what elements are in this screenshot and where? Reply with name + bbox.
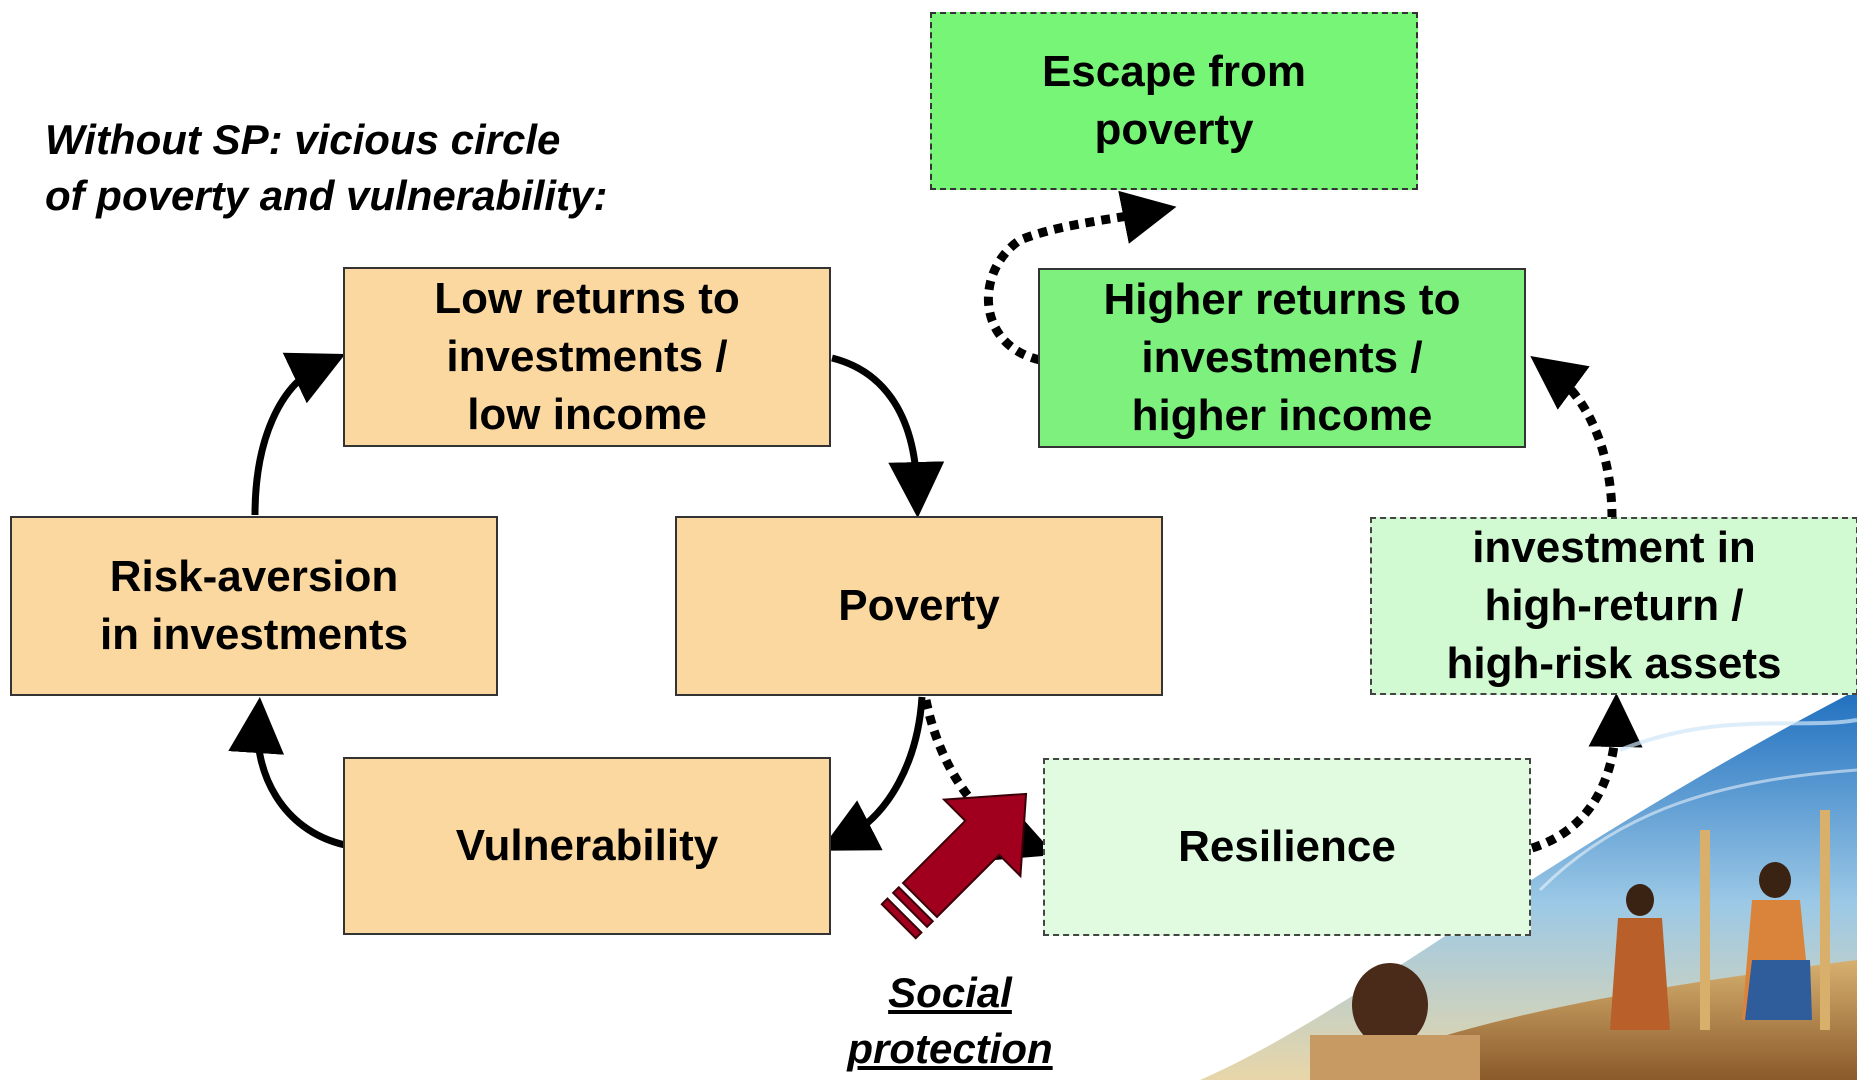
arrow-resilience-to-investment — [1530, 693, 1643, 853]
risk-aversion-box: Risk-aversion in investments — [10, 516, 498, 696]
higher-returns-label: Higher returns to investments / higher i… — [1103, 275, 1461, 440]
resilience-label: Resilience — [1178, 822, 1396, 871]
resilience-box: Resilience — [1043, 758, 1531, 936]
vulnerability-box: Vulnerability — [343, 757, 831, 935]
vulnerability-label: Vulnerability — [455, 821, 719, 870]
low-returns-label: Low returns to investments / low income — [434, 274, 740, 439]
arrow-higher-returns-to-escape — [984, 190, 1177, 365]
arrow-poverty-to-vulnerability — [820, 696, 926, 851]
arrow-low-returns-to-poverty — [831, 354, 945, 518]
investment-label: investment in high-return / high-risk as… — [1446, 523, 1782, 688]
social-protection-label: Social protection — [847, 969, 1053, 1072]
poverty-box: Poverty — [675, 516, 1163, 696]
low-returns-box: Low returns to investments / low income — [343, 267, 831, 447]
investment-box: investment in high-return / high-risk as… — [1370, 517, 1857, 695]
escape-box: Escape from poverty — [930, 12, 1418, 190]
arrow-vulnerability-to-risk-aversion — [228, 697, 346, 849]
higher-returns-box: Higher returns to investments / higher i… — [1038, 268, 1526, 448]
arrow-risk-aversion-to-low-returns — [251, 352, 346, 516]
social-protection-arrow — [880, 792, 1028, 940]
escape-label: Escape from poverty — [1041, 47, 1307, 154]
arrow-investment-to-higher-returns — [1530, 355, 1617, 519]
risk-aversion-label: Risk-aversion in investments — [99, 552, 409, 659]
diagram-caption: Without SP: vicious circle of poverty an… — [45, 116, 608, 219]
poverty-label: Poverty — [838, 581, 1000, 630]
